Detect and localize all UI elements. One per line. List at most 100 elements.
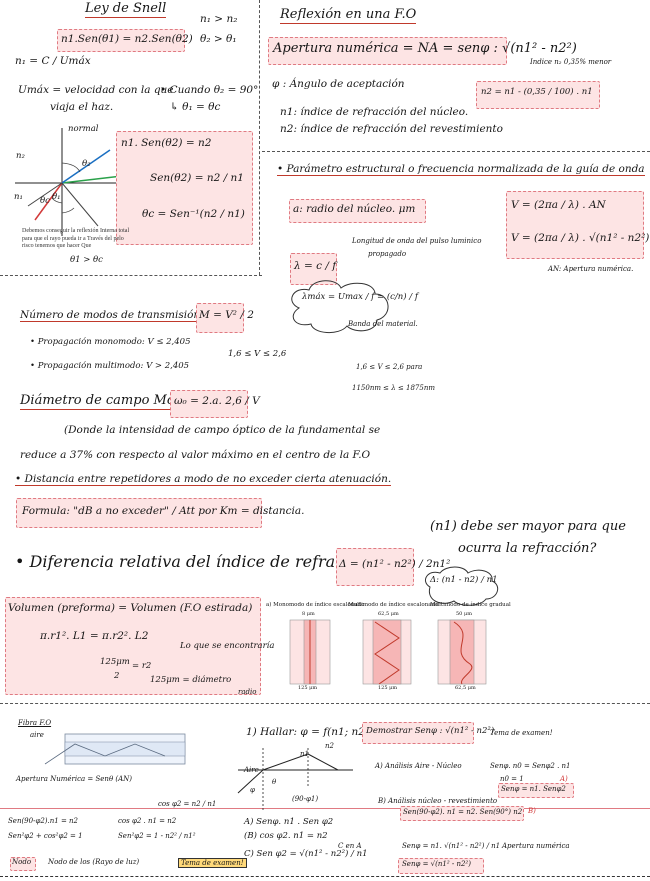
dim-b2: 125 μm <box>378 685 398 691</box>
bottom-tag-b: B) <box>528 807 536 815</box>
bottom-tag-a: A) <box>560 775 568 783</box>
volumen-d2: 125μm = diámetro <box>150 675 232 685</box>
fo-n2-def: n2: índice de refracción del revestimien… <box>280 123 503 135</box>
param-lambda-note-2: propagado <box>368 250 407 258</box>
modos-formula-box <box>196 303 244 333</box>
diag-a-label: a) Monomodo de índice escalonado <box>266 602 365 608</box>
snell-box-line-3: θc = Sen⁻¹(n2 / n1) <box>142 208 245 220</box>
snell-result-box <box>116 131 253 245</box>
param-v2: V = (2πa / λ) . √(n1² - n2²) <box>511 232 650 244</box>
volumen-title: Volumen (preforma) = Volumen (F.O estira… <box>8 602 253 614</box>
param-lambda-formula: λ = c / f <box>294 260 337 272</box>
diferencia-cloud <box>425 566 499 606</box>
diag-c-label: Multimodo de índice gradual <box>430 602 511 608</box>
modos-formula: M = V² / 2 <box>199 309 254 321</box>
bottom-tema: Tema de examen! <box>490 729 553 737</box>
snell-thetac-label: θc <box>40 196 50 206</box>
bottom-theta: θ <box>272 778 277 786</box>
bottom-tema2: Tema de examen! <box>178 858 247 869</box>
bottom-n1: n1 <box>300 750 309 758</box>
diferencia-note-2: ocurra la refracción? <box>458 541 597 556</box>
modos-range: 1,6 ≤ V ≤ 2,6 <box>228 349 287 359</box>
bottom-r5: Senφ = √(n1² - n2²) <box>402 860 471 868</box>
snell-formula: n1.Sen(θ1) = n2.Sen(θ2) <box>61 33 193 45</box>
bottom-angle-diagram <box>237 748 353 810</box>
param-banda-note: Banda del material. <box>348 320 418 328</box>
divider-bottom-red <box>0 808 650 809</box>
snell-printed-cond: θ1 > θc <box>70 255 103 265</box>
bottom-analisis-a: A) Análisis Aire - Núcleo <box>375 762 462 770</box>
bottom-b-eq-box <box>400 806 524 821</box>
diametro-title: Diámetro de campo Modal: <box>20 393 200 410</box>
bottom-r1: A) Senφ. n1 . Sen φ2 <box>244 817 334 827</box>
divider-bottom-end <box>0 876 650 877</box>
fo-n2-box <box>476 81 600 109</box>
diametro-desc-2: reduce a 37% con respecto al valor máxim… <box>20 449 371 461</box>
bottom-analisis-b: B) Análisis núcleo - revestimiento <box>378 797 498 805</box>
param-a-def: a: radio del núcleo. μm <box>293 203 416 215</box>
bottom-l3: cos φ2 . n1 = n2 <box>118 817 177 825</box>
fo-n2-formula: n2 = n1 - (0,35 / 100) . n1 <box>481 87 593 97</box>
bottom-n2: n2 <box>325 742 334 750</box>
bottom-a-eq1: Senφ. n0 = Senφ2 . n1 <box>490 762 571 770</box>
fo-indice-note: Indice n₂ 0,35% menor <box>530 58 612 66</box>
snell-n1-def: n₁ = C / Umáx <box>15 55 91 67</box>
bottom-r4: Senφ = n1. √(n1² - n2²) / n1 <box>402 842 501 850</box>
diferencia-formula: Δ = (n1² - n2²) / 2n1² <box>339 558 451 570</box>
bottom-aire-label: aire <box>30 731 44 739</box>
bottom-apertura2: Apertura numérica <box>502 842 570 850</box>
snell-umax-def-1: Umáx = velocidad con la que <box>18 84 174 96</box>
bottom-hallar: 1) Hallar: φ = f(n1; n2) <box>246 726 370 738</box>
snell-theta1-label: θ₁ <box>52 192 61 202</box>
bottom-l2: Sen²φ2 + cos²φ2 = 1 <box>8 832 83 840</box>
modos-lambda-range: 1150nm ≤ λ ≤ 1875nm <box>352 384 435 392</box>
dim-c2: 62,5 μm <box>455 685 476 691</box>
snell-box-line-1: n1. Sen(θ2) = n2 <box>121 137 212 149</box>
diametro-desc-1: (Donde la intensidad de campo óptico de … <box>64 424 381 436</box>
param-v1: V = (2πa / λ) . AN <box>511 199 606 211</box>
bottom-ninety: (90-φ1) <box>292 795 319 803</box>
param-title: • Parámetro estructural o frecuencia nor… <box>277 163 645 177</box>
bottom-l4: Sen²φ2 = 1 - n2² / n1² <box>118 832 196 840</box>
diferencia-approx: Δ: (n1 - n2) / n1 <box>430 575 498 585</box>
divider-vertical-top <box>259 0 260 275</box>
snell-theta2-label: θ₂ <box>82 159 91 169</box>
bottom-aire2: Aire <box>244 766 259 774</box>
volumen-d2b: radio <box>238 688 257 696</box>
divider-right-top <box>262 151 650 152</box>
bottom-b-eq: Sen(90-φ2). n1 = n2. Sen(90°) n2 <box>403 808 523 816</box>
param-lambda-note-1: Longitud de onda del pulso luminico <box>352 237 482 245</box>
param-v-box <box>506 191 644 259</box>
dim-b1: 62,5 μm <box>378 611 399 617</box>
diametro-formula-2: Formula: "dB a no exceder" / Att por Km … <box>22 505 305 517</box>
snell-n1-label: n₁ <box>14 192 23 202</box>
bottom-c-en-a: C en A <box>338 842 362 850</box>
snell-cuando-1: • Cuando θ₂ = 90° <box>160 84 259 96</box>
diferencia-formula-box <box>336 548 414 586</box>
snell-formula-box <box>57 29 185 52</box>
bottom-nodo-box <box>10 857 36 871</box>
bottom-fo-label: Fibra F.O <box>18 719 52 727</box>
bottom-l5: cos φ2 = n2 / n1 <box>158 800 217 808</box>
param-a-box <box>289 199 426 223</box>
snell-cuando-2: ↳ θ₁ = θc <box>170 101 221 113</box>
fiber-diagrams <box>289 619 487 685</box>
diag-b-label: Multimodo de índice escalonado <box>348 602 439 608</box>
volumen-eq-r: = r2 <box>132 661 152 671</box>
modos-range-note: 1,6 ≤ V ≤ 2,6 para <box>356 363 423 371</box>
volumen-box <box>5 597 261 695</box>
bottom-a-eq3: Senφ = n1. Senφ2 <box>501 785 566 793</box>
fo-na-formula: Apertura numérica = NA = senφ : √(n1² - … <box>273 41 577 56</box>
dim-a1: 8 μm <box>302 611 315 617</box>
bottom-r2: (B) cos φ2. n1 = n2 <box>244 831 328 841</box>
bottom-a-eq3-box <box>498 783 574 798</box>
volumen-d1b: 2 <box>114 671 120 681</box>
bottom-nodo-2: Nodo de los (Rayo de luz) <box>48 858 140 866</box>
diametro-distancia: • Distancia entre repetidores a modo de … <box>15 473 392 487</box>
param-cloud <box>291 280 389 333</box>
snell-umax-def-2: viaja el haz. <box>50 101 114 113</box>
fo-na-box <box>268 37 507 65</box>
dim-c1: 50 μm <box>456 611 472 617</box>
volumen-d1: 125μm <box>100 657 130 667</box>
snell-box-line-2: Sen(θ2) = n2 / n1 <box>150 172 244 184</box>
